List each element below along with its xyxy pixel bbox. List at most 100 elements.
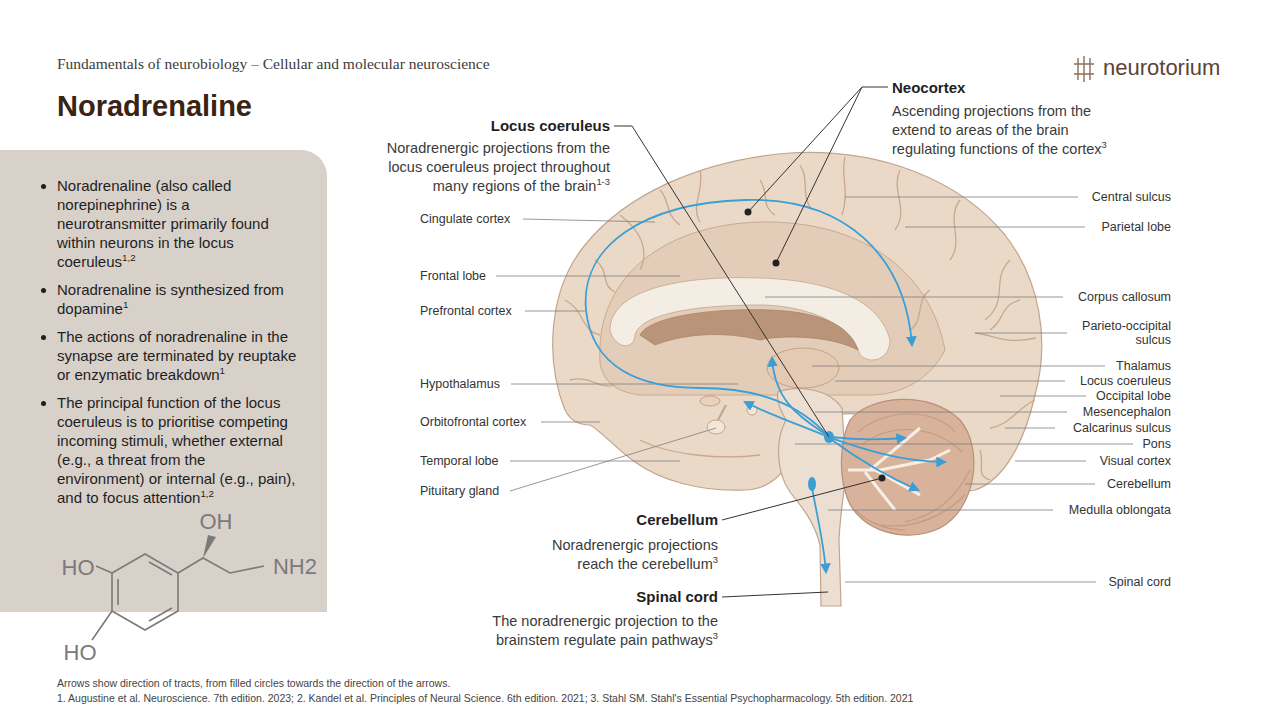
arbor-vitae <box>848 428 950 510</box>
part-label: Calcarinus sulcus <box>1073 421 1171 435</box>
callout-body: Ascending projections from the extend to… <box>892 103 1102 157</box>
cerebellar-folia <box>855 414 970 530</box>
part-label-box: Central sulcus <box>1011 190 1171 204</box>
callout-body-box: The noradrenergic projection to the brai… <box>463 612 718 650</box>
part-label: Mesencephalon <box>1083 405 1171 419</box>
cingulate-gyrus <box>600 222 945 395</box>
pituitary <box>707 420 725 434</box>
atom-label-box: HO <box>50 641 110 665</box>
section-header: Fundamentals of neurobiology – Cellular … <box>57 55 490 72</box>
double-bond <box>118 562 172 621</box>
callout-heading-box: Locus coeruleus <box>390 117 610 135</box>
reference-number: 1,2 <box>122 252 136 263</box>
reference-number: 3 <box>1102 139 1107 150</box>
part-label-box: Pituitary gland <box>420 484 590 498</box>
callout-body-box: Ascending projections from the extend to… <box>892 102 1132 159</box>
part-label-box: Parietal lobe <box>1011 220 1171 234</box>
part-label: Temporal lobe <box>420 454 499 468</box>
slide-title-box: Noradrenaline <box>57 89 757 123</box>
medulla-dot <box>808 477 816 491</box>
bullet-item: The principal function of the locus coer… <box>57 393 297 507</box>
footnote: 1. Augustine et al. Neuroscience. 7th ed… <box>57 692 913 704</box>
callout-body-box: Noradrenergic projections from the locus… <box>358 139 610 196</box>
lateral-ventricle <box>640 310 858 350</box>
reference-number: 3 <box>713 630 718 641</box>
part-label: Corpus callosum <box>1078 290 1171 304</box>
noradrenergic-tract <box>772 358 828 436</box>
callout-heading-box: Neocortex <box>892 79 1112 97</box>
part-label-box: Frontal lobe <box>420 269 590 283</box>
part-label: Central sulcus <box>1092 190 1171 204</box>
part-label-box: Spinal cord <box>1011 575 1171 589</box>
footnote: Arrows show direction of tracts, from fi… <box>57 677 450 689</box>
callout-heading: Spinal cord <box>636 588 718 605</box>
callout-line <box>614 87 888 597</box>
part-label-box: Locus coeruleus <box>1011 374 1171 388</box>
thalamus <box>767 348 839 388</box>
part-label-box: Corpus callosum <box>1011 290 1171 304</box>
part-label-box: Visual cortex <box>1011 454 1171 468</box>
noradrenergic-tract <box>831 438 945 462</box>
callout-dot <box>745 209 752 216</box>
part-label: Thalamus <box>1116 359 1171 373</box>
reference-number: 1 <box>123 299 128 310</box>
leader-line <box>496 197 1133 582</box>
part-label: Prefrontal cortex <box>420 304 512 318</box>
part-label: Pons <box>1143 437 1172 451</box>
atom-label-box: HO <box>48 556 108 580</box>
bullet-item: The actions of noradrenaline in the syna… <box>57 327 297 384</box>
part-label-box: Mesencephalon <box>1011 405 1171 419</box>
callout-body: Noradrenergic projections from the locus… <box>387 140 610 194</box>
callout-heading: Neocortex <box>892 79 965 96</box>
part-label: Occipital lobe <box>1096 389 1171 403</box>
part-label-box: Occipital lobe <box>1011 389 1171 403</box>
callout-heading-box: Spinal cord <box>518 588 718 606</box>
part-label-box: Prefrontal cortex <box>420 304 590 318</box>
part-label: Frontal lobe <box>420 269 486 283</box>
benzene-ring <box>112 554 178 630</box>
logo-text-box: neurotorium <box>1103 56 1253 80</box>
part-label-box: Orbitofrontal cortex <box>420 415 590 429</box>
callout-heading: Locus coeruleus <box>491 117 610 134</box>
slide-title: Noradrenaline <box>57 90 252 122</box>
bullet-text: Noradrenaline (also called norepinephrin… <box>57 177 269 270</box>
noradrenergic-tract <box>831 437 905 439</box>
part-label-box: Medulla oblongata <box>1011 503 1171 517</box>
section-header-box: Fundamentals of neurobiology – Cellular … <box>57 55 817 73</box>
part-label: Spinal cord <box>1108 575 1171 589</box>
callout-body: Noradrenergic projections reach the cere… <box>552 537 718 572</box>
noradrenergic-tract <box>812 488 826 572</box>
part-label: Locus coeruleus <box>1080 374 1171 388</box>
optic-chiasm <box>700 396 720 406</box>
footnote-box: Arrows show direction of tracts, from fi… <box>57 676 1207 690</box>
part-label-box: Cerebellum <box>1011 477 1171 491</box>
callout-body-box: Noradrenergic projections reach the cere… <box>528 536 718 574</box>
bullet-text: Noradrenaline is synthesized from dopami… <box>57 281 284 317</box>
pituitary-stalk <box>718 405 726 420</box>
atom-label: HO <box>64 640 97 665</box>
part-label-box: Calcarinus sulcus <box>1011 421 1171 435</box>
atom-label: HO <box>62 555 95 580</box>
bullet-text: The principal function of the locus coer… <box>57 394 295 506</box>
cerebellum <box>841 399 973 535</box>
noradrenergic-tract <box>832 440 918 490</box>
callout-body: The noradrenergic projection to the brai… <box>492 613 718 648</box>
part-label-box: Temporal lobe <box>420 454 590 468</box>
callout-dot <box>879 475 886 482</box>
atom-label-box: OH <box>186 510 246 534</box>
part-label: Cerebellum <box>1107 477 1171 491</box>
callout-heading-box: Cerebellum <box>518 511 718 529</box>
bullet-item: Noradrenaline (also called norepinephrin… <box>57 176 297 271</box>
logo-text: neurotorium <box>1103 55 1220 80</box>
reference-number: 1,2 <box>200 488 214 499</box>
part-label: Medulla oblongata <box>1069 503 1171 517</box>
part-label-box: Thalamus <box>1011 359 1171 373</box>
bullet-text: The actions of noradrenaline in the syna… <box>57 328 296 383</box>
part-label-box: Pons <box>1011 437 1171 451</box>
part-label-box: Cingulate cortex <box>420 212 590 226</box>
reference-number: 1 <box>220 365 225 376</box>
part-label-box: Hypothalamus <box>420 377 590 391</box>
part-label-box: Parieto-occipital sulcus <box>1067 319 1171 347</box>
atom-label: NH2 <box>273 554 317 579</box>
part-label: Parietal lobe <box>1102 220 1172 234</box>
